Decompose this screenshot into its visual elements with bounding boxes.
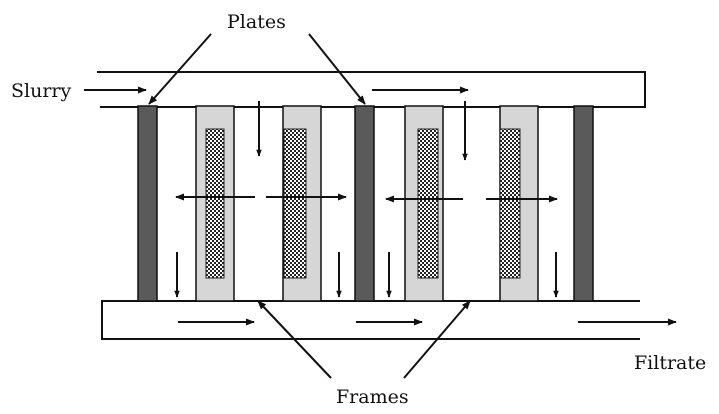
plates-leader-left	[148, 33, 212, 105]
filtrate-channel	[101, 300, 640, 340]
plates-label: Plates	[227, 11, 286, 33]
plates-leader-right	[308, 33, 366, 105]
frames-leader-right	[403, 300, 471, 379]
plate-3	[573, 105, 594, 302]
frames-label: Frames	[336, 386, 409, 408]
filter-cake-4	[499, 128, 521, 279]
flow-arrows	[84, 86, 677, 326]
frames-group	[195, 105, 539, 302]
leader-lines	[148, 33, 471, 379]
filter-cake-1	[205, 128, 225, 279]
frames-leader-left	[257, 300, 332, 379]
plate-2	[354, 105, 375, 302]
slurry-channel	[97, 71, 646, 108]
plate-1	[137, 105, 158, 302]
filter-cake-2	[283, 128, 307, 279]
plates-group	[137, 105, 594, 302]
slurry-label: Slurry	[11, 80, 71, 102]
filter-cake-3	[417, 128, 439, 279]
filtrate-label: Filtrate	[634, 352, 706, 374]
